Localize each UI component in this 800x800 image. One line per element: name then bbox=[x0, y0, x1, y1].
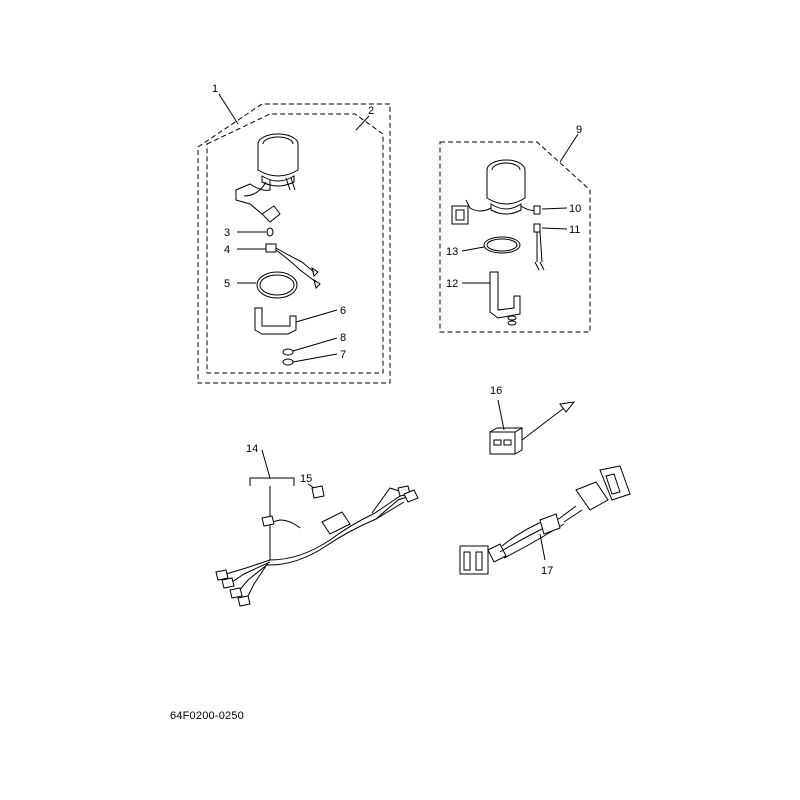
part-4-sender bbox=[265, 243, 321, 289]
leader-lines-left bbox=[218, 93, 370, 363]
part-17-harness bbox=[459, 465, 631, 575]
part-5-o-ring bbox=[256, 271, 298, 299]
gauge-meter bbox=[235, 133, 299, 223]
part-10-fitting bbox=[533, 205, 541, 215]
callout-5: 5 bbox=[224, 278, 230, 290]
callout-17: 17 bbox=[541, 565, 553, 577]
callout-1: 1 bbox=[212, 83, 218, 95]
tachometer-gauge bbox=[451, 159, 539, 225]
assembly-2-boundary bbox=[206, 113, 384, 374]
part-6-bracket bbox=[254, 307, 297, 335]
callout-4: 4 bbox=[224, 244, 230, 256]
callout-15: 15 bbox=[300, 473, 312, 485]
part-13-o-ring bbox=[483, 236, 521, 254]
callout-8: 8 bbox=[340, 332, 346, 344]
callout-7: 7 bbox=[340, 349, 346, 361]
part-3-plug bbox=[266, 227, 274, 237]
part-16-connector bbox=[489, 399, 576, 455]
callout-13: 13 bbox=[446, 246, 458, 258]
part-14-main-harness bbox=[215, 449, 419, 607]
part-15-fuse bbox=[307, 483, 325, 499]
callout-3: 3 bbox=[224, 227, 230, 239]
part-11-lead-wire bbox=[533, 223, 545, 271]
leader-lines-right bbox=[461, 133, 579, 284]
bracket-fasteners bbox=[507, 315, 517, 326]
callout-10: 10 bbox=[569, 203, 581, 215]
part-8-washer bbox=[282, 348, 294, 356]
callout-2: 2 bbox=[368, 105, 374, 117]
callout-9: 9 bbox=[576, 124, 582, 136]
callout-12: 12 bbox=[446, 278, 458, 290]
assembly-1-boundary bbox=[197, 103, 391, 384]
callout-11: 11 bbox=[569, 224, 580, 236]
callout-6: 6 bbox=[340, 305, 346, 317]
callout-14: 14 bbox=[246, 443, 258, 455]
part-12-bracket bbox=[489, 271, 521, 319]
assembly-9-boundary bbox=[439, 141, 591, 333]
part-7-nut bbox=[282, 358, 294, 366]
callout-16: 16 bbox=[490, 385, 502, 397]
drawing-code: 64F0200-0250 bbox=[170, 710, 244, 722]
